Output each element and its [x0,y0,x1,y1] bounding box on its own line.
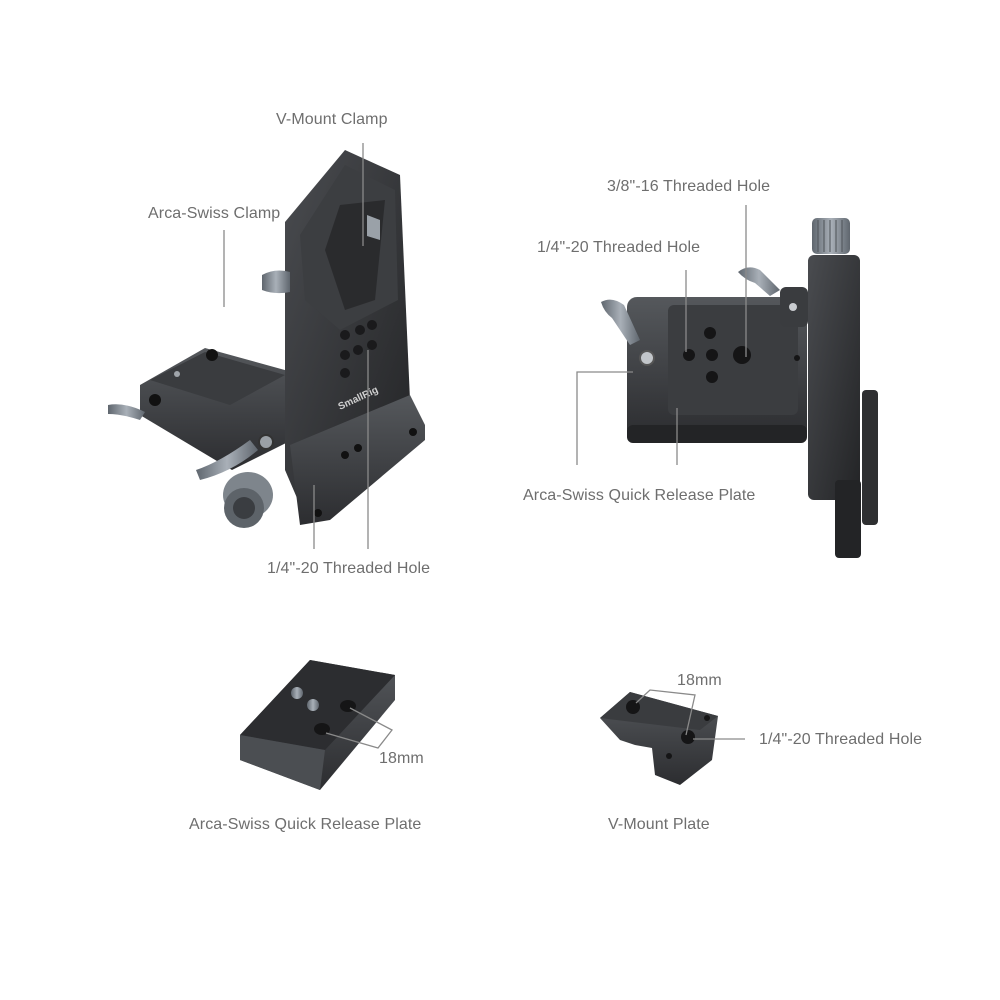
label-v-mount-clamp: V-Mount Clamp [276,111,388,128]
label-v-mount-plate-dimension: 18mm [677,672,722,689]
arca-swiss-plate-image [240,660,395,790]
label-quick-release-plate-side: Arca-Swiss Quick Release Plate [523,487,756,504]
v-mount-clamp-assembly-image: SmallRig [108,150,425,528]
label-arca-plate-dimension: 18mm [379,750,424,767]
leader-lines [223,143,747,749]
knob-icon [812,218,850,254]
label-v-mount-plate-threaded-hole: 1/4"-20 Threaded Hole [759,731,923,748]
label-threaded-hole-3-8: 3/8"-16 Threaded Hole [607,178,771,195]
label-v-mount-plate: V-Mount Plate [608,816,710,833]
side-view-image [601,218,878,558]
label-threaded-hole-1-4-side: 1/4"-20 Threaded Hole [537,239,701,256]
v-mount-plate-image [600,692,718,785]
label-arca-swiss-clamp: Arca-Swiss Clamp [148,205,281,222]
label-threaded-hole-1-4-main: 1/4"-20 Threaded Hole [267,560,431,577]
label-arca-swiss-quick-release-plate: Arca-Swiss Quick Release Plate [189,816,422,833]
knob-icon [223,472,273,528]
